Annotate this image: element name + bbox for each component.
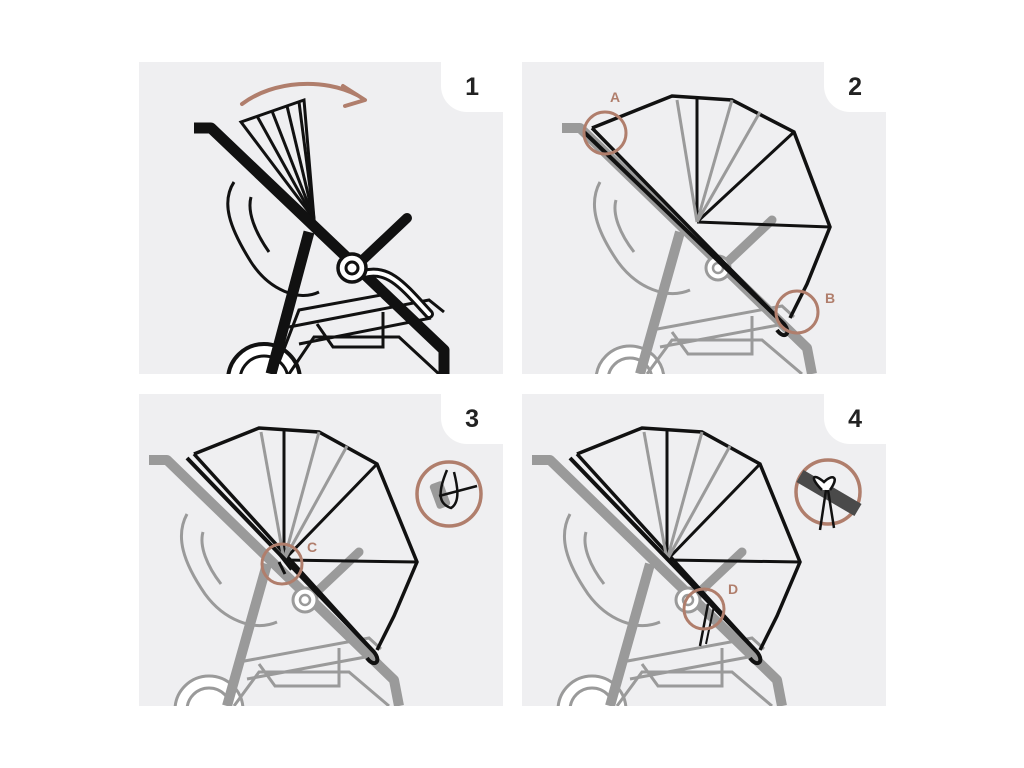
step-number: 3	[465, 405, 479, 433]
callout-label-c: C	[307, 539, 317, 555]
stroller-illustration-3: C	[149, 426, 483, 706]
stroller-illustration-1	[194, 81, 450, 374]
step-number: 4	[848, 405, 862, 433]
step-panel-2: A B 2	[522, 62, 886, 374]
callout-label-a: A	[610, 89, 620, 105]
step-panel-1: 1	[139, 62, 503, 374]
stroller-illustration-2: A B	[562, 89, 835, 374]
step-panel-3: C 3	[139, 394, 503, 706]
step-badge: 2	[824, 62, 886, 112]
step-panel-4: D 4	[522, 394, 886, 706]
step-badge: 3	[441, 394, 503, 444]
step-badge: 4	[824, 394, 886, 444]
step-badge: 1	[441, 62, 503, 112]
stroller-illustration-4: D	[532, 426, 862, 706]
step-number: 2	[848, 73, 862, 101]
callout-label-b: B	[825, 290, 835, 306]
step-number: 1	[465, 73, 479, 101]
callout-label-d: D	[728, 581, 738, 597]
